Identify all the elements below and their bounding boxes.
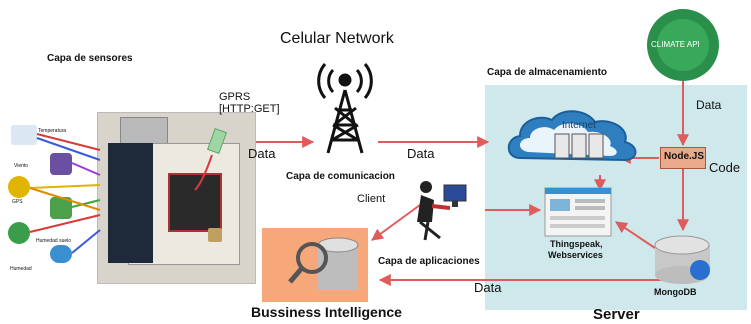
sensor-label-viento: Viento	[14, 163, 29, 169]
sensor-icon-humedad	[8, 222, 30, 244]
sensor-icon-viento	[50, 153, 72, 175]
sensor-board-photo	[97, 112, 256, 284]
capa-almacenamiento-label: Capa de almacenamiento	[487, 67, 608, 78]
climate-api-label: CLIMATE API	[651, 40, 700, 49]
client-label: Client	[357, 193, 386, 205]
sensor-wires	[29, 133, 101, 254]
client-person-icon	[417, 181, 467, 241]
server-stack-icon	[554, 133, 604, 159]
arduino-board	[108, 143, 153, 263]
sensor-label-temperatura: Temperatura	[38, 128, 67, 134]
sensor-label-humedad: Humedad	[10, 266, 32, 272]
gprs-antenna	[194, 127, 228, 191]
mongodb-label: MongoDB	[654, 287, 697, 297]
sensor-icon-temperatura	[11, 125, 37, 145]
nodejs-label: Node.JS	[664, 151, 705, 162]
sensor-icon-cloud	[50, 245, 72, 263]
gprs-label: GPRS	[219, 91, 251, 103]
bussiness-intelligence-icon	[262, 228, 368, 302]
mongodb-icon	[654, 235, 710, 284]
thingspeak-window-icon	[544, 187, 612, 237]
nodejs-box: Node.JS	[660, 147, 706, 169]
arrow-mongo-to-thingspeak	[615, 221, 656, 249]
gps-antenna	[208, 228, 222, 242]
server-label: Server	[593, 306, 640, 323]
internet-label: Internet	[562, 120, 596, 131]
data-label-mid: Data	[407, 146, 435, 161]
http-get-label: [HTTP:GET]	[219, 103, 280, 115]
sensor-label-humedad-suelo: Humedad suelo	[36, 238, 72, 244]
data-label-left: Data	[248, 146, 276, 161]
celular-network-title: Celular Network	[280, 30, 394, 47]
sensor-icon-gps	[8, 176, 30, 198]
code-label: Code	[709, 160, 741, 175]
gprs-module	[168, 173, 222, 232]
thingspeak-label: Thingspeak,	[550, 239, 603, 249]
data-label-bottom: Data	[474, 280, 502, 295]
capa-sensores-label: Capa de sensores	[47, 53, 133, 64]
arrow-mongo-to-bi	[378, 272, 686, 286]
sensor-label-gps: GPS	[12, 199, 23, 205]
capa-comunicacion-label: Capa de comunicacion	[286, 171, 395, 182]
capa-aplicaciones-label: Capa de aplicaciones	[378, 256, 480, 267]
arrow-client-to-bi	[371, 204, 421, 241]
bussiness-intelligence-label: Bussiness Intelligence	[251, 304, 402, 320]
webservices-label: Webservices	[548, 250, 603, 260]
sensor-icon-humedad-suelo	[50, 197, 72, 219]
data-label-right: Data	[696, 98, 722, 112]
cell-tower-icon	[317, 63, 373, 154]
